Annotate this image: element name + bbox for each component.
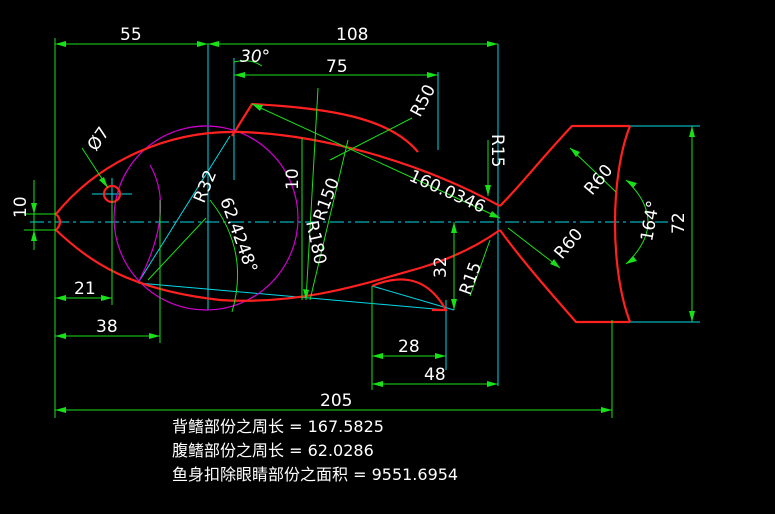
dim-r180: R180: [301, 219, 330, 266]
dim-10-middle: 10: [283, 168, 303, 190]
fish-mouth: [55, 213, 62, 231]
dim-30-angle: 30°: [240, 47, 270, 67]
dim-28: 28: [398, 337, 420, 357]
tail-upper-stem: [499, 124, 630, 207]
dimension-lines: [24, 38, 695, 418]
dim-205: 205: [320, 391, 352, 411]
dim-r15-bottom: R15: [456, 259, 486, 297]
fish-back-outline: [55, 130, 501, 215]
dim-75: 75: [326, 57, 348, 77]
note-ventral-perimeter: 腹鳍部份之周长 = 62.0286: [172, 441, 374, 460]
belly-chord-line: [137, 282, 447, 311]
dim-r50: R50: [407, 81, 440, 120]
fish-outline: [55, 102, 632, 324]
dim-10-left: 10: [11, 196, 31, 218]
dim-r150: R150: [310, 175, 344, 223]
dim-108: 108: [336, 25, 368, 45]
dim-32: 32: [431, 256, 451, 278]
dim-62-angle: 62.4248°: [215, 195, 261, 276]
dim-48: 48: [424, 365, 446, 385]
centerlines: [30, 44, 700, 386]
dim-r60-top: R60: [581, 161, 618, 199]
dorsal-fin-outline: [231, 102, 419, 153]
dim-21: 21: [74, 279, 96, 299]
tail-fork-arc: [613, 125, 632, 323]
dim-eye-diameter: Ø7: [84, 124, 114, 155]
note-body-area: 鱼身扣除眼睛部份之面积 = 9551.6954: [172, 465, 458, 484]
ventral-fin-outline: [371, 278, 448, 312]
dim-164-angle: 164°: [637, 199, 664, 243]
head-construction-circle: [113, 125, 299, 311]
eye-to-chin-line: [137, 135, 231, 284]
notes: 背鳍部份之周长 = 167.5825 腹鳍部份之周长 = 62.0286 鱼身扣…: [172, 417, 458, 484]
ventral-fin-base-line: [371, 285, 455, 311]
tail-lower-stem: [499, 229, 630, 324]
dimension-labels: 55 108 30° 75 Ø7 10 21 38 R32 62.4248° 1…: [11, 25, 689, 411]
dim-r32: R32: [190, 167, 221, 206]
dim-r15-top: R15: [487, 134, 507, 167]
dim-r60-bottom: R60: [551, 225, 588, 263]
dim-160-length: 160.0346: [406, 166, 488, 217]
dim-72: 72: [669, 212, 689, 234]
dim-55: 55: [120, 25, 142, 45]
dim-38: 38: [96, 317, 118, 337]
note-dorsal-perimeter: 背鳍部份之周长 = 167.5825: [172, 417, 384, 436]
